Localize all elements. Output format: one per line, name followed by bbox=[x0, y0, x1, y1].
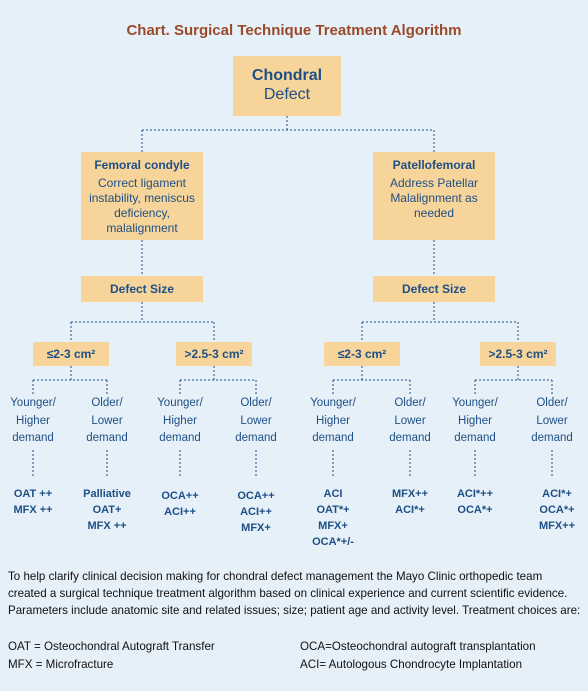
treatment-item: MFX++ bbox=[391, 488, 429, 500]
description-paragraph: To help clarify clinical decision making… bbox=[8, 570, 581, 617]
treatment-list: ACI*++ OCA*+ bbox=[433, 486, 517, 518]
legend-aci: ACI= Autologous Chondrocyte Implantation bbox=[300, 658, 523, 671]
patient-group-younger: Younger/ Higher demand bbox=[310, 397, 356, 444]
chondral-defect-node: Chondral Defect bbox=[233, 56, 341, 116]
root-line1: Chondral bbox=[251, 67, 323, 84]
defect-size-node-femoral: Defect Size bbox=[81, 276, 203, 302]
patient-group-older: Older/ Lower demand bbox=[235, 397, 277, 444]
treatment-item: Palliative bbox=[83, 488, 131, 500]
femoral-condyle-node: Femoral condyle Correct ligament instabi… bbox=[81, 152, 203, 240]
chart-title: Chart. Surgical Technique Treatment Algo… bbox=[126, 22, 462, 39]
treatment-item: OAT*+ bbox=[316, 504, 350, 516]
femoral-heading: Femoral condyle bbox=[94, 158, 190, 172]
treatment-list: OAT ++ MFX ++ bbox=[0, 486, 75, 518]
patient-group-older: Older/ Lower demand bbox=[531, 397, 573, 444]
patient-group-younger: Younger/ Higher demand bbox=[10, 397, 56, 444]
patellofemoral-body: Address Patellar Malalignment as needed bbox=[389, 176, 479, 220]
treatment-item: OCA*+/- bbox=[312, 536, 354, 548]
treatment-list: ACI OAT*+ MFX+ OCA*+/- bbox=[291, 486, 375, 550]
treatment-item: ACI*+ bbox=[395, 504, 425, 516]
treatment-item: ACI*++ bbox=[456, 488, 494, 500]
treatment-item: OCA++ bbox=[237, 490, 275, 502]
treatment-item: MFX+ bbox=[318, 520, 348, 532]
treatment-item: ACI++ bbox=[240, 506, 272, 518]
treatment-item: MFX+ bbox=[241, 522, 271, 534]
patient-group-older: Older/ Lower demand bbox=[86, 397, 128, 444]
treatment-list: MFX++ ACI*+ bbox=[368, 486, 452, 518]
patient-group-older: Older/ Lower demand bbox=[389, 397, 431, 444]
legend-mfx: MFX = Microfracture bbox=[8, 658, 114, 671]
size-node-large-patellofemoral: >2.5-3 cm² bbox=[480, 342, 556, 366]
size-node-small-femoral: ≤2-3 cm² bbox=[33, 342, 109, 366]
treatment-item: OCA*+ bbox=[457, 504, 493, 516]
treatment-item: MFX ++ bbox=[87, 520, 127, 532]
defect-size-node-patellofemoral: Defect Size bbox=[373, 276, 495, 302]
size-node-small-patellofemoral: ≤2-3 cm² bbox=[324, 342, 400, 366]
root-line2: Defect bbox=[263, 86, 311, 103]
treatment-item: MFX ++ bbox=[13, 504, 53, 516]
treatment-item: OAT+ bbox=[92, 504, 122, 516]
treatment-item: OAT ++ bbox=[13, 488, 53, 500]
treatment-item: ACI*+ bbox=[542, 488, 572, 500]
patient-group-younger: Younger/ Higher demand bbox=[452, 397, 498, 444]
legend-oca: OCA=Osteochondral autograft transplantat… bbox=[300, 640, 536, 653]
femoral-body: Correct ligament instability, meniscus d… bbox=[89, 176, 195, 235]
patient-group-younger: Younger/ Higher demand bbox=[157, 397, 203, 444]
size-node-large-femoral: >2.5-3 cm² bbox=[176, 342, 252, 366]
treatment-list: ACI*+ OCA*+ MFX++ bbox=[515, 486, 588, 534]
treatment-item: MFX++ bbox=[538, 520, 576, 532]
treatment-item: ACI bbox=[323, 488, 343, 500]
patellofemoral-heading: Patellofemoral bbox=[392, 158, 476, 172]
treatment-list: Palliative OAT+ MFX ++ bbox=[65, 486, 149, 534]
treatment-item: OCA++ bbox=[161, 490, 199, 502]
treatment-item: ACI++ bbox=[164, 506, 196, 518]
treatment-item: OCA*+ bbox=[539, 504, 575, 516]
patellofemoral-node: Patellofemoral Address Patellar Malalign… bbox=[373, 152, 495, 240]
treatment-list: OCA++ ACI++ bbox=[138, 488, 222, 520]
treatment-list: OCA++ ACI++ MFX+ bbox=[214, 488, 298, 536]
legend-oat: OAT = Osteochondral Autograft Transfer bbox=[8, 640, 215, 653]
